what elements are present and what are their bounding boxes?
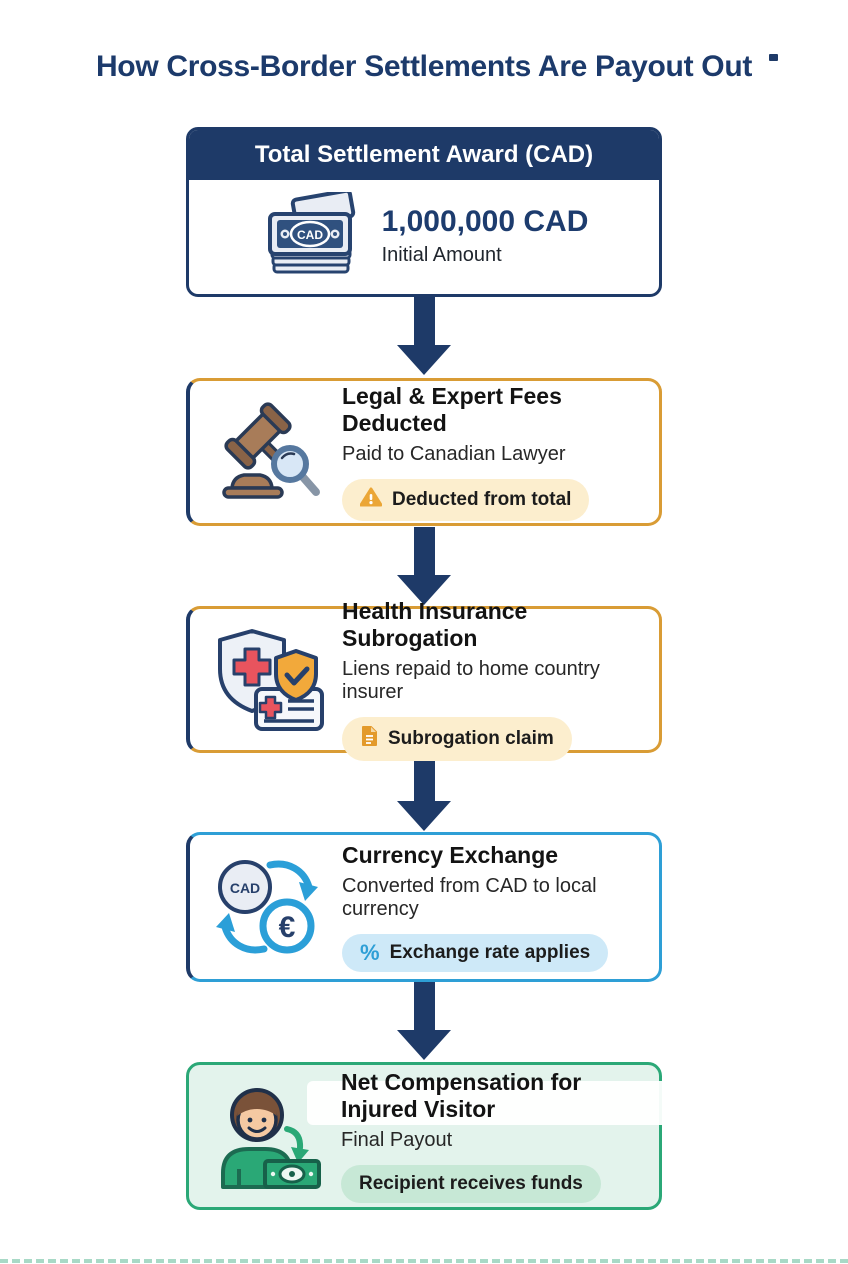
award-caption: Initial Amount [381,244,502,266]
step-subtitle: Final Payout [341,1128,453,1151]
step-badge-label: Deducted from total [392,488,572,510]
step-title: Net Compensation for Injured Visitor [341,1069,582,1122]
step-badge-label: Subrogation claim [388,727,554,749]
currency-exchange-icon: CAD € [210,856,330,958]
recipient-person-icon [209,1083,329,1189]
title-band [307,1081,739,1125]
flow-arrow-down-icon [0,527,848,605]
step-card-legal-fees: Legal & Expert Fees Deducted Paid to Can… [186,378,662,526]
gavel-magnifier-icon [210,402,330,502]
step-card-currency-exchange: CAD € Currency Exchange Converted from C… [186,832,662,982]
award-amount: 1,000,000 CAD [381,205,589,238]
step-badge-label: Exchange rate applies [389,942,591,964]
step-badge: Subrogation claim [342,716,572,761]
step-text: Net Compensation for Injured Visitor Fin… [341,1069,651,1203]
page-title: How Cross-Border Settlements Are Payout … [95,50,753,83]
step-title: Currency Exchange [342,841,559,868]
step-badge: Recipient receives funds [341,1164,601,1203]
decor-mark [769,54,778,61]
document-icon [360,725,378,753]
step-text: Legal & Expert Fees Deducted Paid to Can… [342,383,651,521]
cad-banknotes-icon: CAD [260,188,360,281]
step-subtitle: Converted from CAD to local currency [342,875,597,921]
step-subtitle: Liens repaid to home country insurer [342,657,600,703]
svg-text:CAD: CAD [230,880,260,896]
step-badge-label: Recipient receives funds [359,1172,583,1194]
step-text: Health Insurance Subrogation Liens repai… [342,598,651,761]
award-card: Total Settlement Award (CAD) CAD [186,127,662,297]
step-subtitle: Paid to Canadian Lawyer [342,442,566,465]
flow-arrow-down-icon [0,753,848,831]
step-title: Health Insurance Subrogation [342,598,528,651]
warning-triangle-icon [359,487,383,513]
flow-arrow-down-icon [0,297,848,375]
award-card-header: Total Settlement Award (CAD) [189,130,659,180]
award-text: 1,000,000 CAD Initial Amount [382,205,589,267]
step-title: Legal & Expert Fees Deducted [342,383,562,436]
step-badge: Deducted from total [342,478,590,521]
svg-text:CAD: CAD [297,228,323,242]
step-text: Currency Exchange Converted from CAD to … [342,841,651,973]
award-card-body: CAD 1,000,000 CAD Initial Amount [189,180,659,292]
step-badge: % Exchange rate applies [342,934,609,973]
percent-icon: % [360,940,380,966]
svg-text:€: € [279,911,296,944]
health-insurance-icon [210,627,330,733]
step-card-net-compensation: Net Compensation for Injured Visitor Fin… [186,1062,739,1210]
step-card-health-subrogation: Health Insurance Subrogation Liens repai… [186,598,662,761]
flow-arrow-down-icon [0,982,848,1060]
bottom-dashed-line [0,1259,848,1263]
